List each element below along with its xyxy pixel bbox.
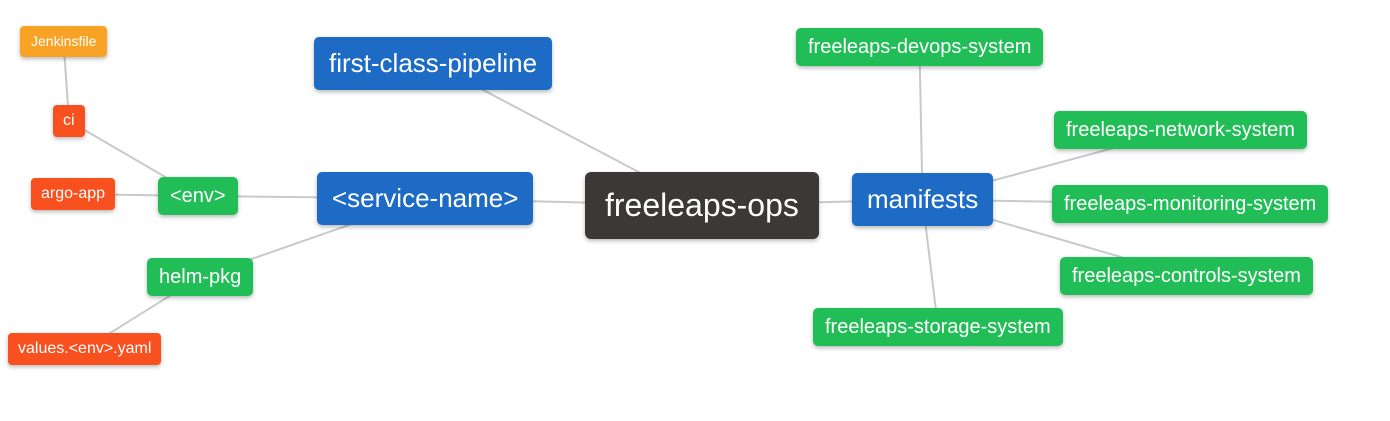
mindmap-node-manifests[interactable]: manifests — [852, 173, 994, 226]
mindmap-node-env[interactable]: <env> — [158, 177, 238, 215]
mindmap-node-ci[interactable]: ci — [53, 105, 85, 137]
mindmap-node-freeleaps-monitoring-system[interactable]: freeleaps-monitoring-system — [1052, 185, 1329, 223]
mindmap-node-freeleaps-storage-system[interactable]: freeleaps-storage-system — [813, 308, 1063, 346]
mindmap-node-jenkinsfile[interactable]: Jenkinsfile — [20, 26, 108, 58]
mindmap-node-argo-app[interactable]: argo-app — [31, 178, 116, 210]
mindmap-node-service-name[interactable]: <service-name> — [317, 172, 534, 225]
mindmap-node-freeleaps-ops[interactable]: freeleaps-ops — [585, 172, 819, 240]
mindmap-node-freeleaps-devops-system[interactable]: freeleaps-devops-system — [796, 28, 1044, 66]
mindmap-node-values-env-yaml[interactable]: values.<env>.yaml — [8, 333, 162, 365]
mindmap-node-freeleaps-controls-system[interactable]: freeleaps-controls-system — [1060, 257, 1313, 295]
mindmap-node-freeleaps-network-system[interactable]: freeleaps-network-system — [1054, 111, 1307, 149]
mindmap-node-helm-pkg[interactable]: helm-pkg — [147, 258, 254, 296]
mindmap-node-first-class-pipeline[interactable]: first-class-pipeline — [314, 37, 553, 90]
